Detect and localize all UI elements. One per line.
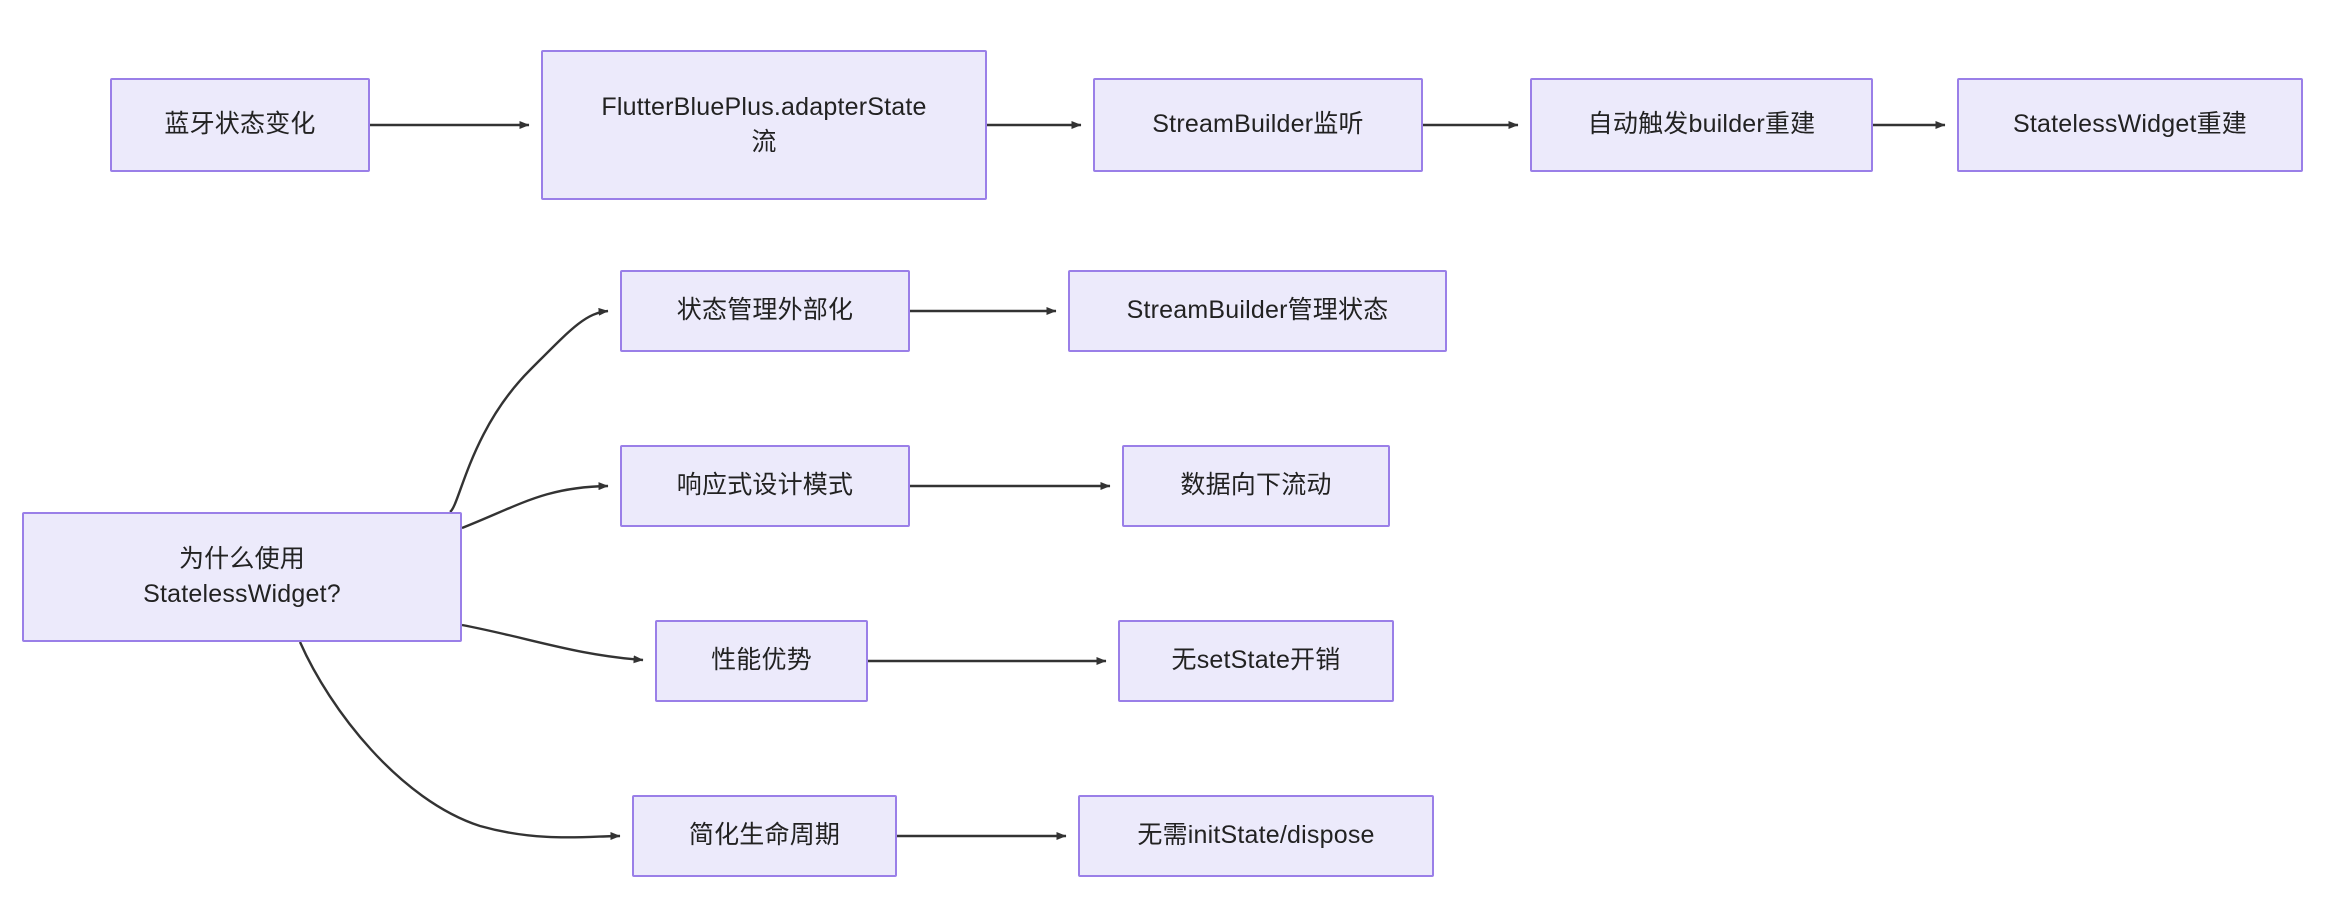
node-streambuilder-manages-state[interactable]: StreamBuilder管理状态 xyxy=(1068,270,1447,352)
node-label: FlutterBluePlus.adapterState 流 xyxy=(601,92,927,157)
node-no-initstate-dispose[interactable]: 无需initState/dispose xyxy=(1078,795,1434,877)
node-label: 为什么使用 StatelessWidget? xyxy=(143,544,341,609)
node-performance-advantage[interactable]: 性能优势 xyxy=(655,620,868,702)
node-label: 简化生命周期 xyxy=(688,821,841,850)
node-bt-state-change[interactable]: 蓝牙状态变化 xyxy=(110,78,370,172)
node-auto-trigger-rebuild[interactable]: 自动触发builder重建 xyxy=(1530,78,1873,172)
node-label: 无需initState/dispose xyxy=(1137,821,1375,850)
node-label: 状态管理外部化 xyxy=(676,296,854,325)
node-label: StreamBuilder管理状态 xyxy=(1126,296,1389,325)
node-label: 响应式设计模式 xyxy=(676,471,854,500)
edge-root-to-reactive xyxy=(461,482,609,530)
edge-root-to-lifecycle xyxy=(298,641,621,841)
edge-root-to-state-externalized xyxy=(449,307,609,513)
node-label: 自动触发builder重建 xyxy=(1587,110,1816,139)
node-label: StreamBuilder监听 xyxy=(1152,110,1364,139)
node-reactive-pattern[interactable]: 响应式设计模式 xyxy=(620,445,910,527)
node-label: 无setState开销 xyxy=(1171,646,1341,675)
node-label: 性能优势 xyxy=(711,646,812,675)
node-label: StatelessWidget重建 xyxy=(2012,110,2248,139)
node-no-setstate-cost[interactable]: 无setState开销 xyxy=(1118,620,1394,702)
node-data-flows-down[interactable]: 数据向下流动 xyxy=(1122,445,1390,527)
node-state-externalized[interactable]: 状态管理外部化 xyxy=(620,270,910,352)
node-why-stateless[interactable]: 为什么使用 StatelessWidget? xyxy=(22,512,462,642)
node-label: 数据向下流动 xyxy=(1180,471,1332,500)
node-streambuilder-listen[interactable]: StreamBuilder监听 xyxy=(1093,78,1423,172)
node-adapter-state-stream[interactable]: FlutterBluePlus.adapterState 流 xyxy=(541,50,987,200)
edge-root-to-performance xyxy=(461,623,644,664)
node-simplified-lifecycle[interactable]: 简化生命周期 xyxy=(632,795,897,877)
node-statelesswidget-rebuild[interactable]: StatelessWidget重建 xyxy=(1957,78,2303,172)
node-label: 蓝牙状态变化 xyxy=(164,110,316,139)
